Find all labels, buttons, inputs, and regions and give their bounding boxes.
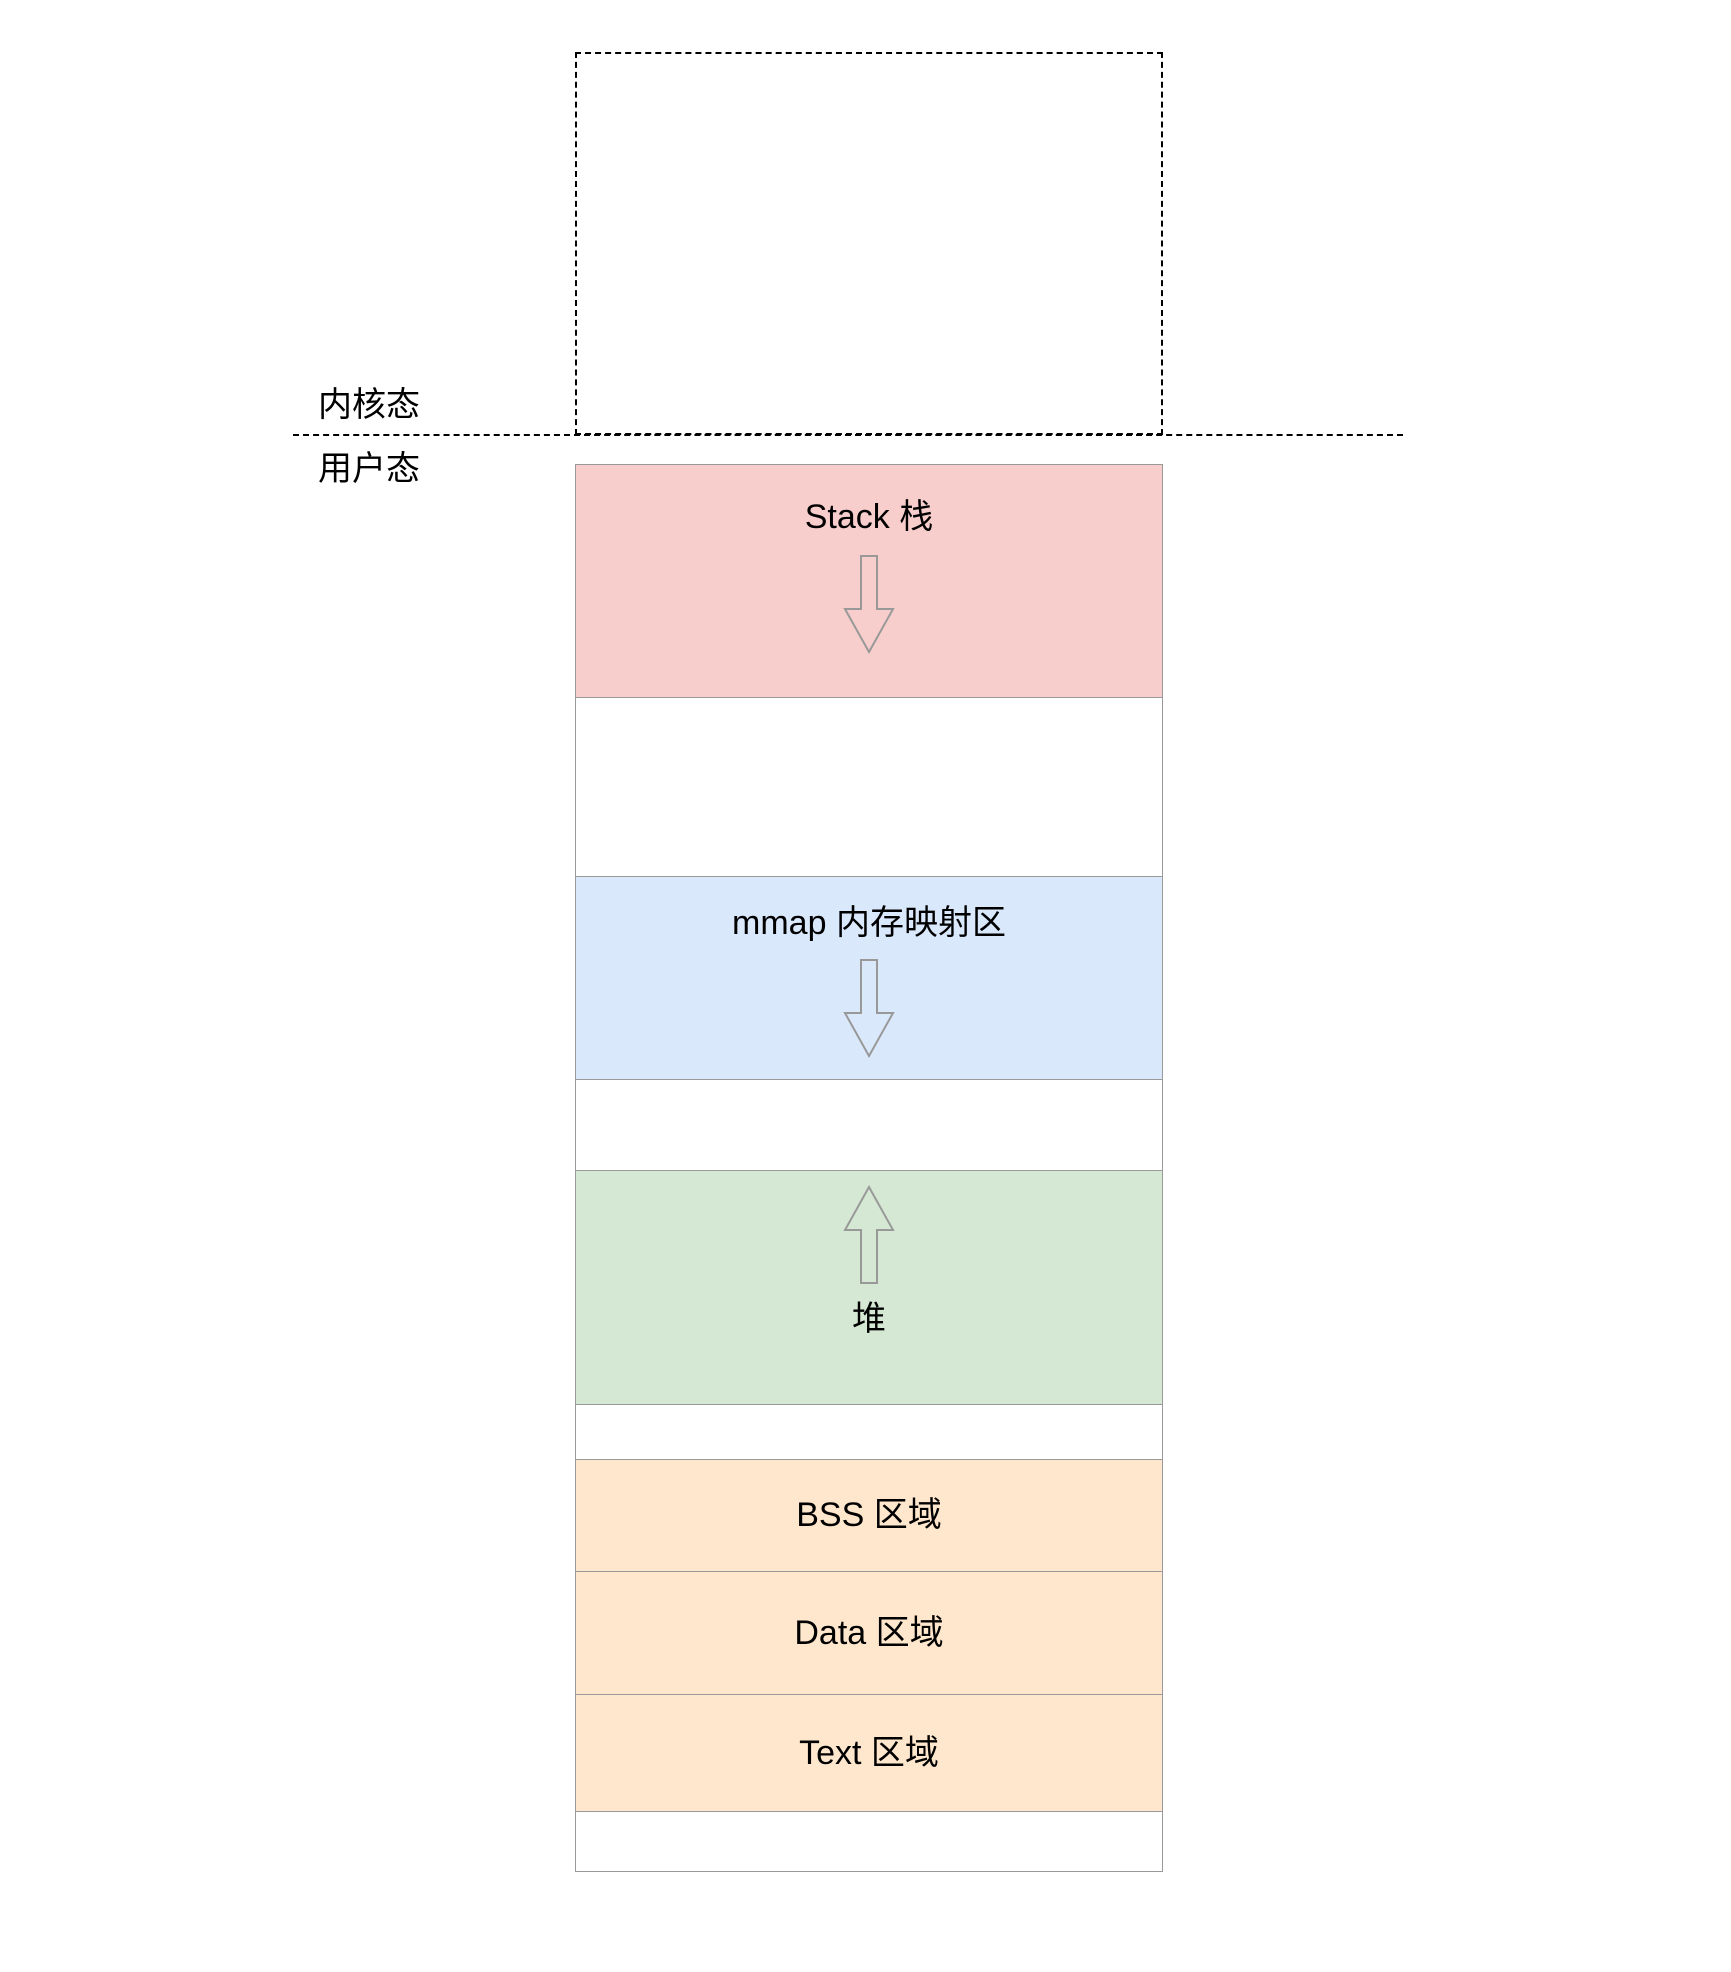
data-label: Data 区域 xyxy=(794,1613,944,1652)
user-mode-label: 用户态 xyxy=(318,450,420,488)
heap-label: 堆 xyxy=(852,1300,886,1338)
bss-label: BSS 区域 xyxy=(796,1496,942,1535)
kernel-mode-label: 内核态 xyxy=(318,386,420,424)
region-bss: BSS 区域 xyxy=(575,1459,1163,1572)
region-unused-gap xyxy=(575,1079,1163,1171)
text-label: Text 区域 xyxy=(799,1733,939,1772)
region-mmap: mmap 内存映射区 xyxy=(575,876,1163,1080)
region-heap: 堆 xyxy=(575,1170,1163,1405)
stack-label: Stack 栈 xyxy=(804,498,934,536)
kernel-user-divider-line xyxy=(293,434,1403,436)
region-bottom-gap xyxy=(575,1811,1163,1872)
region-text: Text 区域 xyxy=(575,1694,1163,1812)
mmap-label: mmap 内存映射区 xyxy=(732,904,1006,942)
heap-grow-up-arrow-icon xyxy=(843,1185,895,1284)
mmap-grow-down-arrow-icon xyxy=(843,958,895,1058)
region-data: Data 区域 xyxy=(575,1571,1163,1695)
kernel-space-box xyxy=(575,52,1163,435)
region-stack: Stack 栈 xyxy=(575,464,1163,698)
user-space-column: Stack 栈 mmap 内存映射区 堆 BSS 区域 Data 区域 xyxy=(575,464,1163,1872)
stack-grow-down-arrow-icon xyxy=(843,554,895,654)
region-unused-gap xyxy=(575,1404,1163,1460)
region-unused-gap xyxy=(575,697,1163,877)
